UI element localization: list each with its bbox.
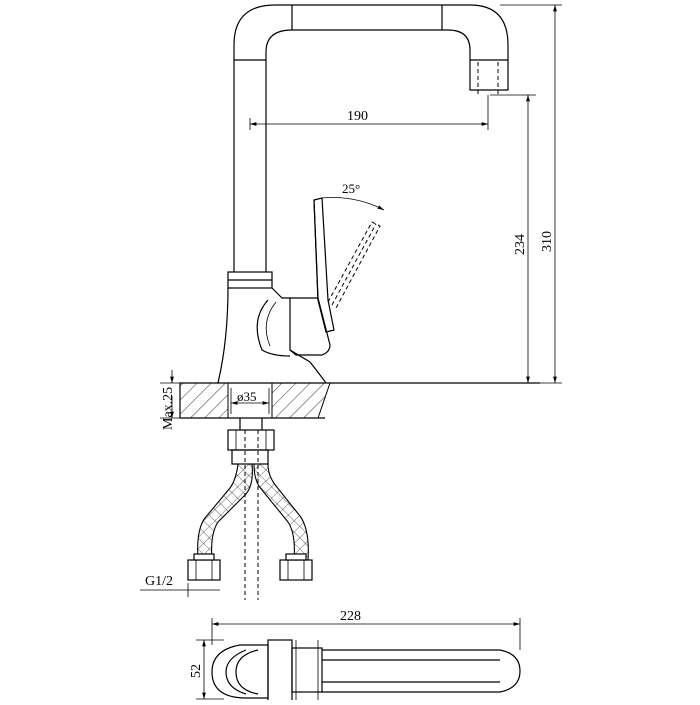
faucet-body	[217, 197, 381, 384]
angle-label: 25°	[342, 181, 360, 196]
hole-diameter-dim: ø35	[231, 389, 269, 405]
svg-text:Max.25: Max.25	[161, 387, 176, 430]
svg-text:52: 52	[189, 664, 204, 678]
svg-text:190: 190	[347, 109, 368, 124]
hose-fittings	[187, 553, 313, 581]
flexible-hoses	[197, 430, 309, 600]
angle-arc	[321, 197, 385, 211]
height-310-dim: 310	[500, 4, 562, 384]
thread-dim: G1/2	[140, 574, 220, 597]
length-228-dim: 228	[211, 609, 521, 650]
mounting-nut	[227, 418, 275, 465]
top-view	[211, 639, 521, 703]
reach-190-dim: 190	[249, 95, 489, 130]
svg-text:234: 234	[513, 234, 528, 255]
spout	[233, 4, 509, 272]
svg-text:G1/2: G1/2	[145, 574, 173, 589]
max-thickness-dim: Max.25	[160, 370, 180, 430]
width-52-dim: 52	[189, 639, 224, 700]
svg-text:228: 228	[340, 609, 361, 624]
svg-text:310: 310	[540, 231, 555, 252]
countertop-section	[179, 382, 540, 419]
height-234-dim: 234	[490, 94, 536, 383]
svg-text:ø35: ø35	[237, 389, 257, 404]
